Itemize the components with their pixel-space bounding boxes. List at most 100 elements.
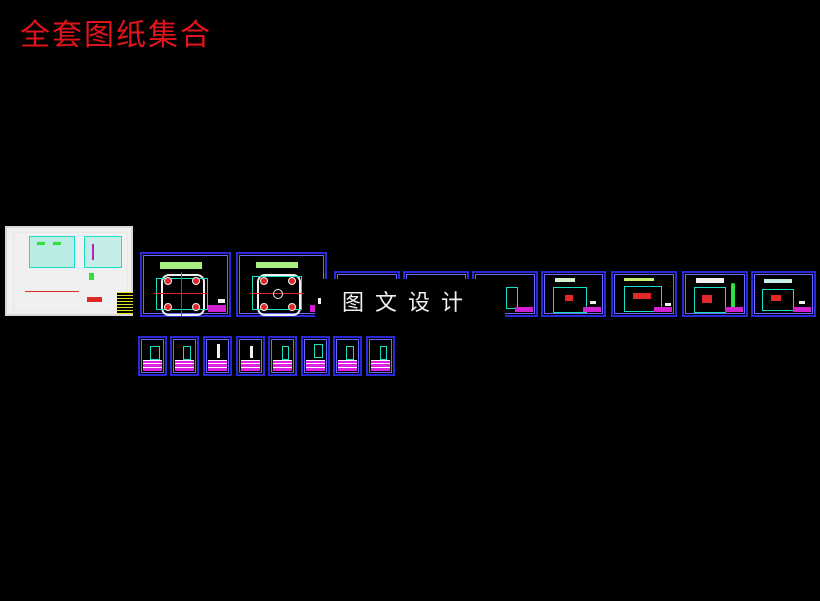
plate-cyan-outline — [156, 278, 208, 310]
feature — [702, 295, 712, 303]
feature — [771, 295, 781, 301]
page-title: 全套图纸集合 — [20, 18, 212, 53]
drawing-frame — [141, 339, 164, 373]
title-block — [208, 360, 227, 371]
hole — [192, 277, 200, 285]
drawing-frame — [336, 339, 359, 373]
drawing-sheet-8[interactable] — [682, 271, 748, 317]
title-block — [273, 360, 292, 371]
title-block — [371, 360, 390, 371]
hole — [192, 303, 200, 311]
assembly-drawing[interactable] — [5, 226, 133, 316]
detail-part — [87, 297, 102, 302]
hole — [64, 275, 73, 284]
section-detail — [53, 242, 61, 245]
part-view — [150, 346, 160, 360]
part-view — [762, 289, 794, 311]
part-drawing-8[interactable] — [366, 336, 395, 376]
top-view-strip — [555, 278, 575, 282]
top-view-strip — [256, 262, 298, 268]
title-block — [208, 305, 226, 312]
part-drawing-3[interactable] — [203, 336, 232, 376]
title-block — [143, 360, 162, 371]
top-view-strip — [624, 278, 654, 281]
top-view-strip — [160, 262, 202, 269]
part-drawing-4[interactable] — [236, 336, 265, 376]
top-view-strip — [696, 278, 724, 283]
part-view — [694, 287, 726, 313]
title-block — [306, 360, 325, 371]
part-view — [250, 346, 253, 358]
top-view-strip — [764, 279, 792, 283]
hole — [288, 277, 296, 285]
watermark-background — [315, 279, 505, 320]
drawing-frame — [206, 339, 229, 373]
drawing-frame — [143, 255, 228, 314]
drawing-frame — [173, 339, 196, 373]
drawing-sheet-1[interactable] — [140, 252, 231, 317]
hole — [32, 275, 41, 284]
notes — [665, 303, 671, 306]
section-detail — [37, 242, 45, 245]
title-block — [175, 360, 194, 371]
hole — [164, 277, 172, 285]
plan-view-plate — [29, 272, 77, 314]
bill-of-materials — [117, 292, 133, 314]
center-hole — [273, 289, 283, 299]
title-block — [793, 307, 811, 312]
title-block — [515, 307, 533, 312]
watermark-text: 图文设计 — [342, 291, 475, 316]
watermark-mark — [318, 298, 321, 304]
title-block — [725, 307, 743, 312]
centerline — [25, 291, 79, 292]
title-block — [583, 307, 601, 312]
part-view — [282, 346, 289, 360]
notes — [218, 299, 225, 303]
part-view — [183, 346, 191, 360]
title-block — [654, 307, 672, 312]
drawing-sheet-6[interactable] — [541, 271, 606, 317]
drawing-frame — [754, 274, 813, 314]
drawing-sheet-9[interactable] — [751, 271, 816, 317]
hole — [32, 301, 41, 310]
part-drawing-7[interactable] — [333, 336, 362, 376]
part-view — [346, 346, 354, 360]
part-view — [624, 286, 662, 312]
hole — [260, 303, 268, 311]
drawing-frame — [544, 274, 603, 314]
title-block — [241, 360, 260, 371]
drawing-sheet-7[interactable] — [611, 271, 677, 317]
section-view-side — [84, 236, 122, 268]
drawing-frame — [369, 339, 392, 373]
drawing-frame — [614, 274, 674, 314]
plate-outline — [161, 274, 205, 316]
part-view — [217, 344, 220, 358]
notes — [590, 301, 596, 304]
notes — [83, 308, 101, 311]
part-view — [380, 346, 387, 360]
hole — [64, 301, 73, 310]
plate-outline — [257, 274, 301, 316]
section-detail — [92, 244, 94, 260]
hole — [260, 277, 268, 285]
feature — [565, 295, 573, 301]
hole — [288, 303, 296, 311]
hole — [164, 303, 172, 311]
drawing-frame — [271, 339, 294, 373]
part-drawing-6[interactable] — [301, 336, 330, 376]
drawing-sheet-2[interactable] — [236, 252, 327, 317]
part-drawing-5[interactable] — [268, 336, 297, 376]
detail-part — [105, 276, 111, 279]
drawing-frame — [685, 274, 745, 314]
part-drawing-1[interactable] — [138, 336, 167, 376]
section-view-front — [29, 236, 75, 268]
side-part — [731, 283, 735, 309]
part-drawing-2[interactable] — [170, 336, 199, 376]
part-view — [506, 287, 518, 309]
drawing-frame — [304, 339, 327, 373]
part-view — [553, 287, 587, 313]
feature — [633, 293, 651, 299]
notes — [799, 301, 805, 304]
drawing-frame — [239, 339, 262, 373]
detail-part — [89, 273, 94, 280]
